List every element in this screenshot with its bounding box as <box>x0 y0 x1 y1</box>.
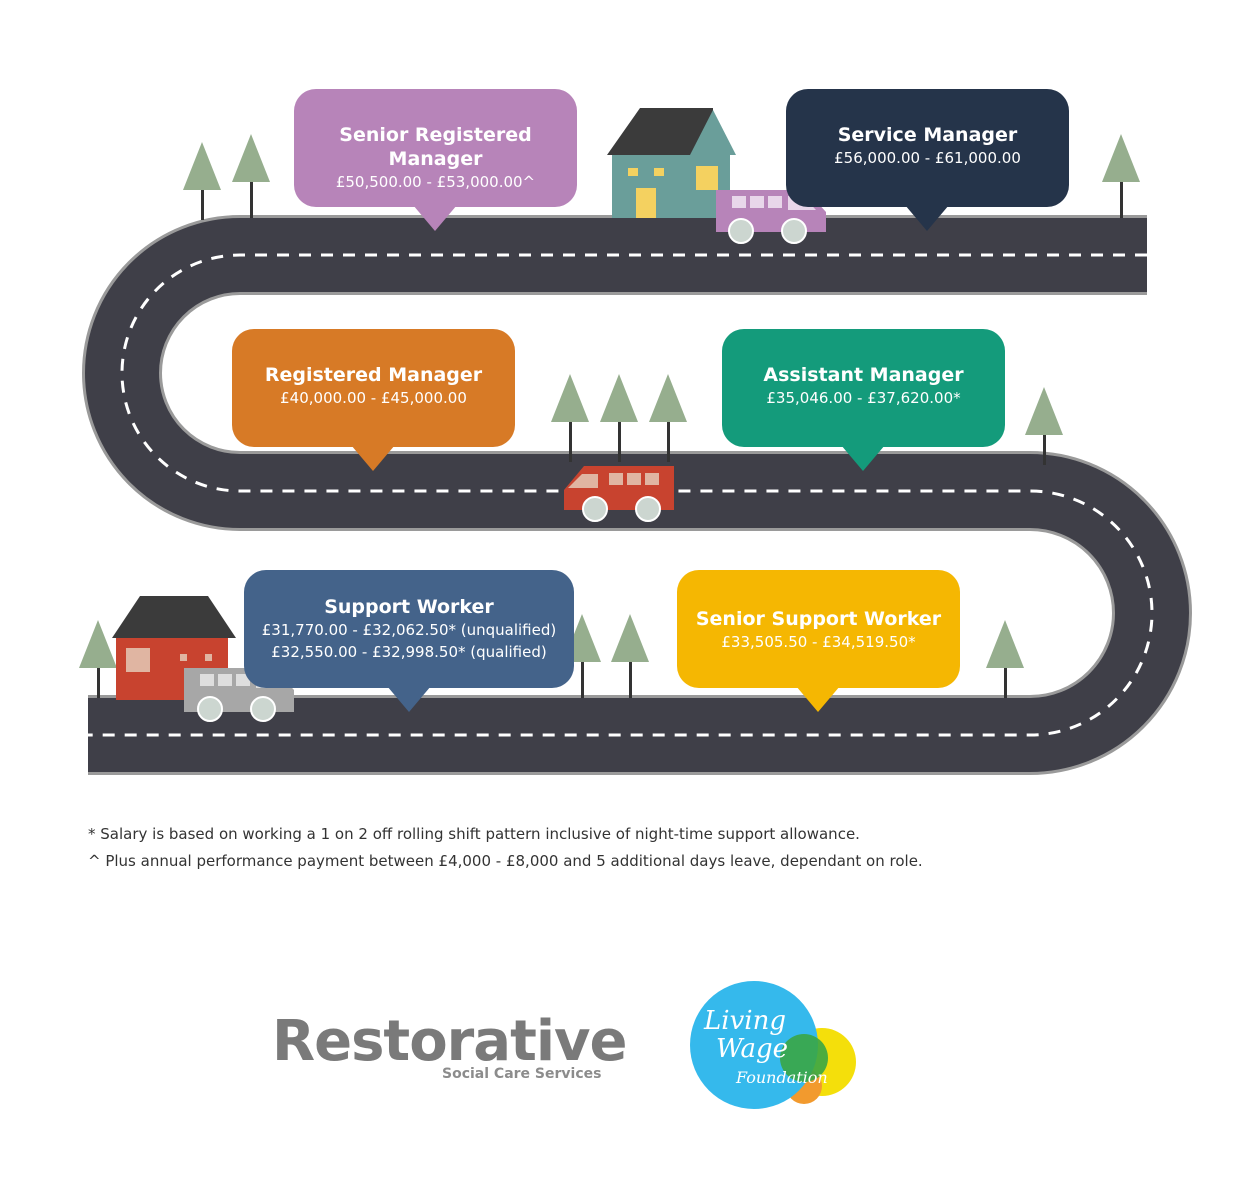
role-salary: £40,000.00 - £45,000.00 <box>280 389 467 407</box>
role-salary: £33,505.50 - £34,519.50* <box>721 633 916 651</box>
tree-icon <box>986 620 1024 698</box>
role-salary: £56,000.00 - £61,000.00 <box>834 149 1021 167</box>
role-title: Registered Manager <box>264 364 483 386</box>
living-wage-line1: Living <box>704 1006 786 1036</box>
role-senior-registered-manager: Senior Registered Manager £50,500.00 - £… <box>294 89 577 231</box>
role-registered-manager: Registered Manager £40,000.00 - £45,000.… <box>232 329 515 471</box>
tree-icon <box>600 374 638 462</box>
footnote-caret: ^ Plus annual performance payment betwee… <box>88 852 923 870</box>
role-support-worker: Support Worker £31,770.00 - £32,062.50* … <box>244 570 574 712</box>
bubble-pointer <box>796 686 840 712</box>
living-wage-circles-icon <box>690 981 856 1109</box>
role-title: Senior Registered Manager <box>339 124 532 170</box>
role-title: Service Manager <box>837 124 1018 146</box>
role-title: Support Worker <box>324 596 494 618</box>
bubble-pointer <box>841 445 885 471</box>
role-assistant-manager: Assistant Manager £35,046.00 - £37,620.0… <box>722 329 1005 471</box>
tree-icon <box>611 614 649 698</box>
bubble-pointer <box>387 686 431 712</box>
tree-icon <box>183 142 221 220</box>
role-senior-support-worker: Senior Support Worker £33,505.50 - £34,5… <box>677 570 960 712</box>
restorative-logo: Restorative Social Care Services <box>272 1010 628 1090</box>
tree-icon <box>232 134 270 218</box>
winding-road <box>82 215 1192 775</box>
tree-icon <box>649 374 687 462</box>
living-wage-line3: Foundation <box>736 1068 828 1087</box>
role-title: Assistant Manager <box>763 364 964 386</box>
bubble-pointer <box>413 205 457 231</box>
role-salary: £50,500.00 - £53,000.00^ <box>335 173 536 191</box>
role-title: Senior Support Worker <box>695 608 942 630</box>
tree-icon <box>1102 134 1140 218</box>
van-icon <box>564 466 674 522</box>
logo-wordmark: Restorative <box>272 1009 628 1074</box>
logo-tagline: Social Care Services <box>442 1066 602 1082</box>
tree-icon <box>1025 387 1063 465</box>
footnote-asterisk: * Salary is based on working a 1 on 2 of… <box>88 825 860 843</box>
role-service-manager: Service Manager £56,000.00 - £61,000.00 <box>786 89 1069 231</box>
living-wage-foundation-logo: Living Wage Foundation <box>686 978 862 1112</box>
tree-icon <box>79 620 117 698</box>
bubble-pointer <box>351 445 395 471</box>
career-road-scene <box>79 108 1192 775</box>
tree-icon <box>551 374 589 462</box>
role-salary-qualified: £32,550.00 - £32,998.50* (qualified) <box>271 643 547 661</box>
role-salary-unqualified: £31,770.00 - £32,062.50* (unqualified) <box>261 621 557 639</box>
bubble-pointer <box>905 205 949 231</box>
role-salary: £35,046.00 - £37,620.00* <box>766 389 961 407</box>
house-icon <box>607 108 736 218</box>
living-wage-line2: Wage <box>716 1034 788 1064</box>
